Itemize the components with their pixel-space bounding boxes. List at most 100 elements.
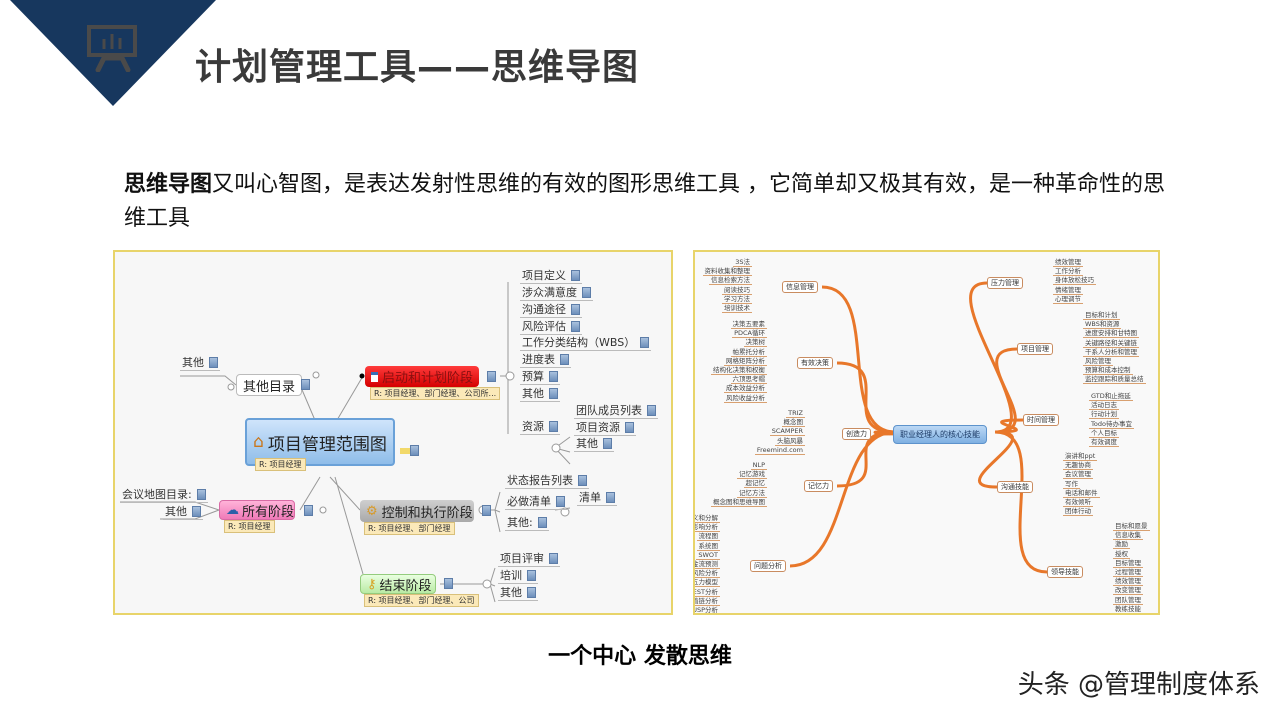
topic-closing[interactable]: ⚷结束阶段 bbox=[360, 574, 436, 594]
branch-item[interactable]: 风险分析 bbox=[695, 569, 720, 579]
branch-item[interactable]: 培训技术 bbox=[722, 304, 752, 314]
topic-start-planning[interactable]: 启动和计划阶段 bbox=[365, 366, 479, 387]
branch-item[interactable]: 绩效管理 bbox=[1113, 577, 1143, 587]
branch-item[interactable]: 监控跟踪和质量总结 bbox=[1083, 375, 1146, 385]
branch-item[interactable]: 目标和愿景 bbox=[1113, 522, 1150, 531]
subtopic[interactable]: 其他 bbox=[574, 437, 614, 452]
branch-item[interactable]: 决策树 bbox=[743, 338, 767, 348]
branch-item[interactable]: PDCA循环 bbox=[732, 329, 767, 339]
branch-label[interactable]: 问题分析 bbox=[750, 560, 786, 572]
branch-item[interactable]: 阅读技巧 bbox=[722, 285, 752, 295]
branch-item[interactable]: 超记忆 bbox=[743, 479, 767, 489]
branch-item[interactable]: 教练技能 bbox=[1113, 604, 1143, 613]
subtopic[interactable]: 培训 bbox=[498, 569, 538, 584]
branch-item[interactable]: 结构化决策和权衡 bbox=[711, 366, 767, 376]
branch-item[interactable]: 根源和影响分析 bbox=[695, 523, 720, 533]
branch-item[interactable]: 记忆游戏 bbox=[737, 470, 767, 480]
branch-item[interactable]: 风险收益分析 bbox=[724, 393, 767, 403]
branch-item[interactable]: 演讲和ppt bbox=[1063, 452, 1098, 461]
subtopic[interactable]: 项目定义 bbox=[520, 269, 582, 284]
branch-item[interactable]: 关键路径和关键链 bbox=[1083, 338, 1139, 348]
branch-item[interactable]: 行动计划 bbox=[1089, 410, 1119, 420]
branch-item[interactable]: 身体放松技巧 bbox=[1053, 276, 1096, 286]
branch-item[interactable]: 激励 bbox=[1113, 540, 1130, 550]
branch-item[interactable]: Todo待办事宜 bbox=[1089, 419, 1134, 429]
branch-item[interactable]: 进度安排和甘特图 bbox=[1083, 329, 1139, 339]
branch-item[interactable]: 概念图和思维导图 bbox=[711, 497, 767, 507]
subtopic[interactable]: 状态报告列表 bbox=[505, 474, 589, 489]
topic-control-execution[interactable]: ⚙控制和执行阶段 bbox=[360, 500, 474, 522]
branch-item[interactable]: 网格矩阵分析 bbox=[724, 356, 767, 366]
branch-item[interactable]: 无趣协商 bbox=[1063, 461, 1093, 471]
subtopic[interactable]: 会议地图目录: bbox=[120, 488, 208, 503]
branch-item[interactable]: 授权 bbox=[1113, 549, 1130, 559]
subtopic[interactable]: 其他 bbox=[498, 586, 538, 601]
branch-item[interactable]: TRIZ bbox=[786, 409, 805, 418]
branch-item[interactable]: 目标和计划 bbox=[1083, 311, 1120, 320]
branch-item[interactable]: 电话和邮件 bbox=[1063, 488, 1100, 498]
branch-item[interactable]: 活动日志 bbox=[1089, 401, 1119, 411]
branch-item[interactable]: 预算和成本控制 bbox=[1083, 366, 1133, 376]
branch-item[interactable]: 工作分析 bbox=[1053, 267, 1083, 277]
branch-item[interactable]: NLP bbox=[750, 461, 767, 470]
central-topic[interactable]: 职业经理人的核心技能 bbox=[893, 425, 987, 444]
branch-label[interactable]: 时间管理 bbox=[1023, 414, 1059, 426]
branch-item[interactable]: 风险管理 bbox=[1083, 357, 1113, 367]
branch-item[interactable]: 有效调度 bbox=[1089, 438, 1119, 448]
branch-item[interactable]: Freemind.com bbox=[754, 445, 805, 455]
subtopic[interactable]: 项目资源 bbox=[574, 421, 636, 436]
subtopic[interactable]: 团队成员列表 bbox=[574, 404, 658, 419]
branch-item[interactable]: 价值链分析 bbox=[695, 596, 720, 606]
subtopic[interactable]: 工作分类结构（WBS） bbox=[520, 336, 652, 351]
branch-item[interactable]: 会议管理 bbox=[1063, 470, 1093, 480]
branch-item[interactable]: 3S法 bbox=[733, 258, 752, 267]
subtopic[interactable]: 涉众满意度 bbox=[520, 286, 593, 301]
subtopic[interactable]: 资源 bbox=[520, 420, 560, 435]
subtopic[interactable]: 项目评审 bbox=[498, 552, 560, 567]
branch-item[interactable]: 学习方法 bbox=[722, 294, 752, 304]
branch-label[interactable]: 创造力 bbox=[842, 428, 871, 440]
branch-item[interactable]: 过程管理 bbox=[1113, 568, 1143, 578]
branch-label[interactable]: 项目管理 bbox=[1017, 343, 1053, 355]
branch-item[interactable]: 记忆方法 bbox=[737, 488, 767, 498]
subtopic[interactable]: 其他 bbox=[520, 387, 560, 402]
subtopic[interactable]: 风险评估 bbox=[520, 320, 582, 335]
branch-item[interactable]: 情绪管理 bbox=[1053, 285, 1083, 295]
branch-item[interactable]: 干系人分析和管理 bbox=[1083, 347, 1139, 357]
subtopic[interactable]: 必做清单 bbox=[505, 495, 567, 510]
branch-item[interactable]: 信息收集 bbox=[1113, 531, 1143, 541]
branch-item[interactable]: 资料收集和整理 bbox=[702, 267, 752, 277]
branch-label[interactable]: 沟通技能 bbox=[997, 481, 1033, 493]
branch-item[interactable]: WBS和资源 bbox=[1083, 320, 1122, 330]
branch-label[interactable]: 记忆力 bbox=[804, 480, 833, 492]
branch-label[interactable]: 压力管理 bbox=[987, 277, 1023, 289]
branch-item[interactable]: USP分析 bbox=[695, 606, 720, 613]
branch-item[interactable]: SWOT bbox=[696, 550, 720, 560]
subtopic[interactable]: 其他 bbox=[180, 356, 220, 371]
branch-item[interactable]: 团队管理 bbox=[1113, 595, 1143, 605]
branch-label[interactable]: 有效决策 bbox=[797, 357, 833, 369]
topic-all-phases[interactable]: ☁所有阶段 bbox=[219, 500, 295, 520]
branch-item[interactable]: 概念图 bbox=[781, 418, 805, 428]
branch-item[interactable]: 现金流预测 bbox=[695, 560, 720, 570]
branch-label[interactable]: 信息管理 bbox=[782, 281, 818, 293]
branch-label[interactable]: 领导技能 bbox=[1047, 566, 1083, 578]
branch-item[interactable]: 头脑风暴 bbox=[775, 436, 805, 446]
branch-item[interactable]: 帕累托分析 bbox=[730, 347, 767, 357]
branch-item[interactable]: 六顶思考帽 bbox=[730, 375, 767, 385]
branch-item[interactable]: 写作 bbox=[1063, 479, 1080, 489]
branch-item[interactable]: 个人目标 bbox=[1089, 428, 1119, 438]
subtopic[interactable]: 进度表 bbox=[520, 353, 571, 368]
branch-item[interactable]: 流程图 bbox=[696, 532, 720, 542]
subtopic[interactable]: 其他: bbox=[505, 516, 549, 531]
branch-item[interactable]: 改变管理 bbox=[1113, 586, 1143, 596]
branch-item[interactable]: 心理调节 bbox=[1053, 294, 1083, 304]
branch-item[interactable]: SCAMPER bbox=[769, 427, 805, 437]
branch-item[interactable]: 有效倾听 bbox=[1063, 498, 1093, 508]
subtopic[interactable]: 其他 bbox=[163, 505, 203, 520]
branch-item[interactable]: 团体行动 bbox=[1063, 507, 1093, 517]
topic-other-directory[interactable]: 其他目录 bbox=[236, 374, 303, 396]
branch-item[interactable]: 波特五力模型 bbox=[695, 578, 720, 588]
branch-item[interactable]: 成本效益分析 bbox=[724, 384, 767, 394]
branch-item[interactable]: 绩效管理 bbox=[1053, 258, 1083, 267]
